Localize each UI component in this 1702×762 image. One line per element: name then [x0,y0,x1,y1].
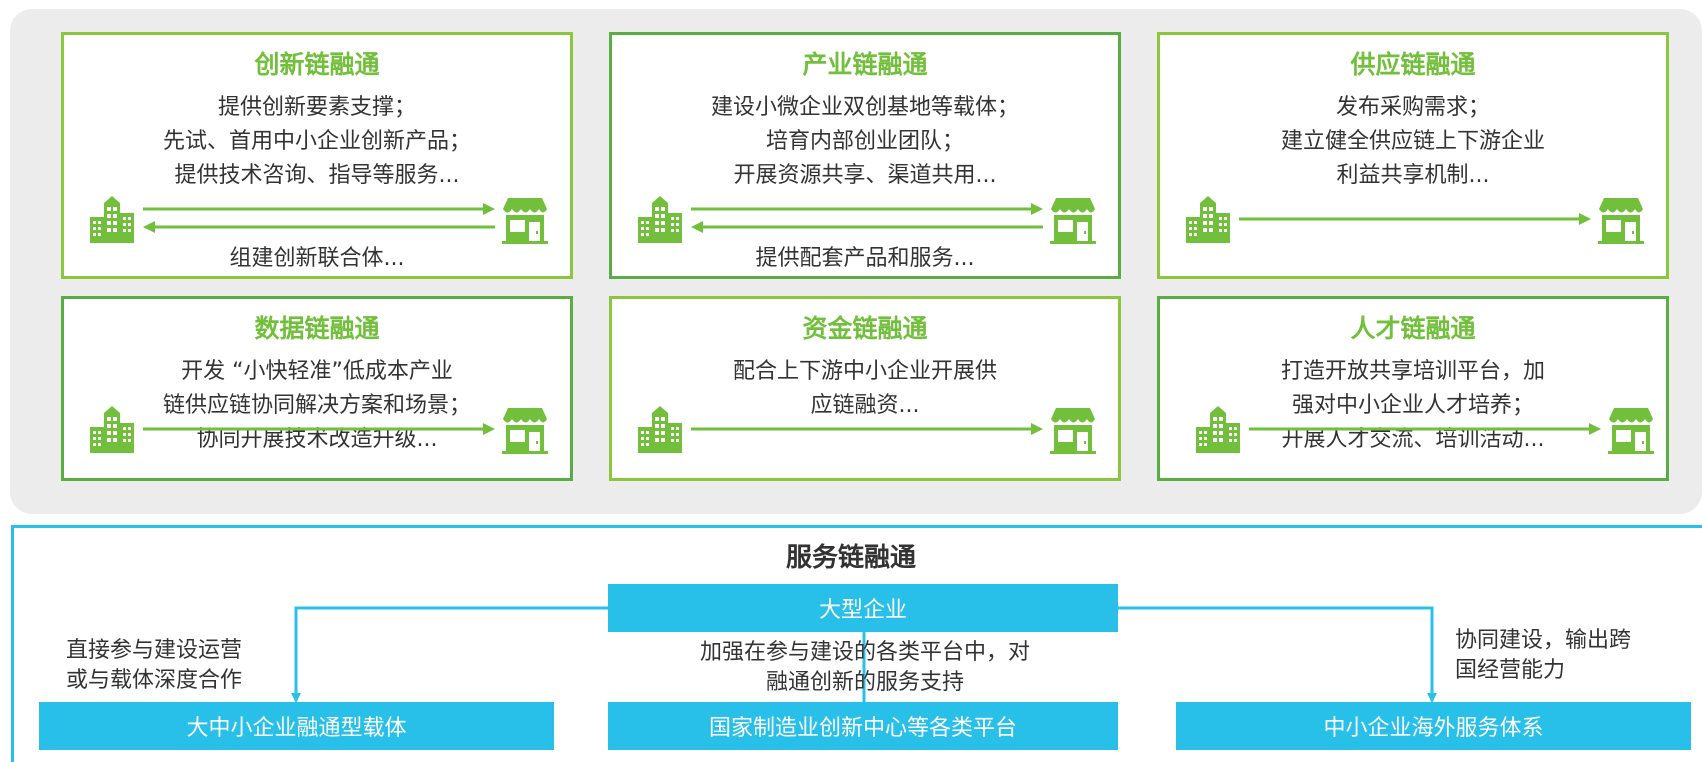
card-lines: 建设小微企业双创基地等载体； 培育内部创业团队； 开展资源共享、渠道共用... [710,95,1019,188]
card-title: 创新链融通 [254,50,380,79]
card-lines: 发布采购需求； 建立健全供应链上下游企业 利益共享机制... [1280,95,1545,188]
card-lines: 打造开放共享培训平台，加 强对中小企业人才培养； 开展人才交流、培训活动... [1280,359,1545,452]
service-chain-title: 服务链融通 [785,543,916,573]
card-data-chain: 数据链融通 开发 “小快轻准”低成本产业 链供应链协同解决方案和场景； 协同开展… [61,296,573,481]
card-title: 人才链融通 [1350,314,1476,343]
target-box-platforms: 国家制造业创新中心等各类平台 [608,702,1118,750]
card-title: 供应链融通 [1350,50,1476,79]
target-box-overseas: 中小企业海外服务体系 [1176,702,1691,750]
card-bottom-text: 提供配套产品和服务... [755,246,975,271]
card-supply-chain: 供应链融通 发布采购需求； 建立健全供应链上下游企业 利益共享机制... [1157,32,1669,279]
card-innovation-chain: 创新链融通 提供创新要素支撑； 先试、首用中小企业创新产品； 提供技术咨询、指导… [61,32,573,279]
service-chain-frame [11,525,1702,762]
card-lines: 提供创新要素支撑； 先试、首用中小企业创新产品； 提供技术咨询、指导等服务... [162,95,471,188]
note-left: 直接参与建设运营 或与载体深度合作 [66,638,243,693]
card-capital-chain: 资金链融通 配合上下游中小企业开展供 应链融资... [609,296,1121,481]
card-title: 数据链融通 [254,314,380,343]
card-lines: 配合上下游中小企业开展供 应链融资... [732,359,997,418]
note-right: 协同建设，输出跨 国经营能力 [1455,628,1632,683]
card-talent-chain: 人才链融通 打造开放共享培训平台，加 强对中小企业人才培养； 开展人才交流、培训… [1157,296,1669,481]
target-box-carrier: 大中小企业融通型载体 [39,702,554,750]
card-lines: 开发 “小快轻准”低成本产业 链供应链协同解决方案和场景； 协同开展技术改造升级… [162,359,471,452]
card-title: 资金链融通 [802,314,928,343]
card-industry-chain: 产业链融通 建设小微企业双创基地等载体； 培育内部创业团队； 开展资源共享、渠道… [609,32,1121,279]
card-title: 产业链融通 [802,50,928,79]
note-middle: 加强在参与建设的各类平台中，对 融通创新的服务支持 [699,640,1030,695]
large-enterprise-box: 大型企业 [608,584,1118,632]
card-bottom-text: 组建创新联合体... [229,246,405,271]
